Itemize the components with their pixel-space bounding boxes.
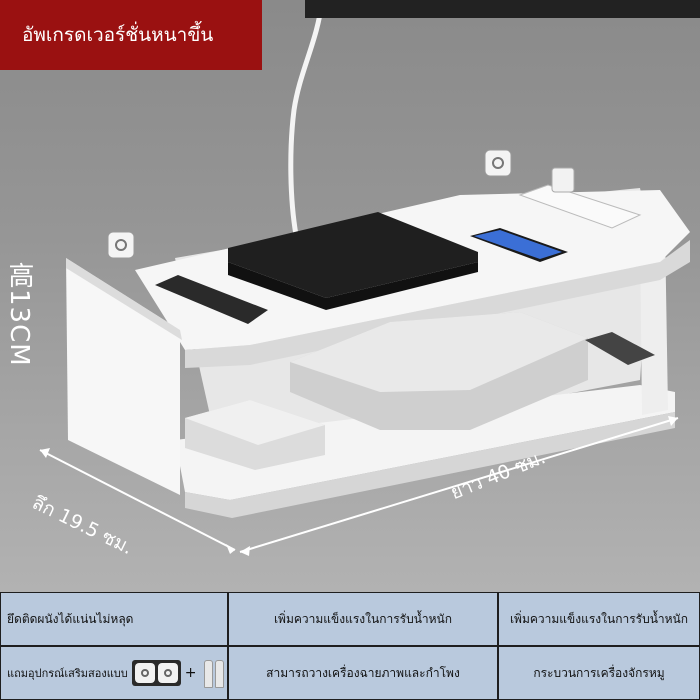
plus-sign: + (184, 665, 197, 681)
height-label: 高13CM (4, 262, 34, 367)
cable (288, 0, 325, 236)
shelf-illustration (39, 0, 700, 556)
feature-cell: ยึดติดผนังได้แน่นไม่หลุด (0, 592, 228, 646)
feature-cell: เพิ่มความแข็งแรงในการรับน้ำหนัก (498, 592, 700, 646)
remote-control (155, 275, 268, 324)
wall-hooks-icon (131, 660, 181, 686)
screws-icon (200, 658, 228, 688)
power-strip (518, 184, 642, 229)
accessories-label: แถมอุปกรณ์เสริมสองแบบ (7, 667, 128, 680)
feature-cell: สามารถวางเครื่องฉายภาพและกำโพง (228, 646, 498, 700)
shelf-bottom-board (175, 385, 675, 500)
wall-hook-left (107, 231, 135, 259)
black-tv-box (228, 212, 478, 298)
shelf-left-panel-edge (66, 258, 182, 340)
wall-hook-right (484, 149, 512, 177)
upgrade-banner: อัพเกรดเวอร์ชั่นหนาขึ้น (0, 0, 262, 70)
shelf-top-edge (185, 240, 690, 368)
tv-bottom-edge (305, 0, 700, 18)
feature-cell: เพิ่มความแข็งแรงในการรับน้ำหนัก (228, 592, 498, 646)
remote-control-lower (585, 332, 655, 365)
charger (551, 167, 575, 193)
depth-dimension-line (39, 449, 236, 551)
accessories-cell: แถมอุปกรณ์เสริมสองแบบ + (0, 646, 228, 700)
shelf-bottom-edge (185, 412, 675, 518)
feature-cell: กระบวนการเครื่องจักรหมู (498, 646, 700, 700)
feature-table: ยึดติดผนังได้แน่นไม่หลุด เพิ่มความแข็งแร… (0, 592, 700, 700)
product-photo: อัพเกรดเวอร์ชั่นหนาขึ้น 高13CM ลึก 19.5 ซ… (0, 0, 700, 592)
width-dimension-line (239, 417, 679, 553)
